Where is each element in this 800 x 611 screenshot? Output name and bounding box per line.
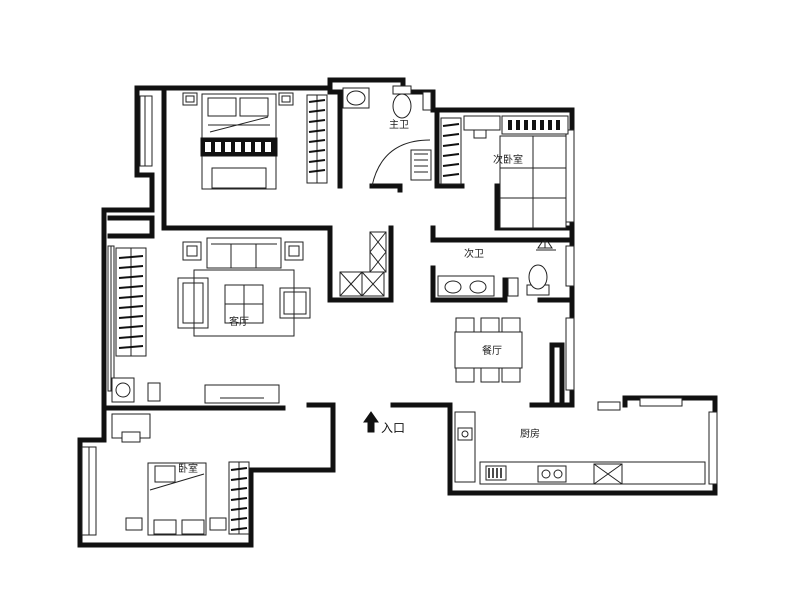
room-label-secondary-bath: 主卫	[389, 119, 409, 131]
room-label-main-bath: 次卫	[464, 247, 484, 260]
main-bath-fixtures: 次卫	[437, 240, 556, 297]
second-bedroom-furniture: 次卧室	[440, 115, 569, 229]
storage-cabinet	[339, 231, 387, 297]
room-label-second-bedroom: 次卧室	[493, 153, 523, 166]
arrow-up-icon	[363, 411, 379, 433]
entrance: 入口	[363, 411, 405, 435]
dining-furniture: 餐厅	[454, 317, 523, 383]
windows	[81, 95, 718, 536]
bottom-bedroom-furniture: 卧室	[111, 413, 250, 536]
interior-walls	[107, 85, 575, 458]
kitchen-fixtures: 厨房	[454, 411, 706, 485]
master-bedroom-furniture	[182, 92, 328, 190]
secondary-bath-fixtures: 主卫	[342, 85, 432, 187]
room-label-master-bedroom: 卧室	[178, 462, 198, 475]
room-label-kitchen: 厨房	[520, 427, 540, 440]
entrance-label: 入口	[381, 421, 405, 435]
living-room-furniture: 客厅	[111, 237, 311, 404]
room-label-dining-room: 餐厅	[482, 344, 502, 357]
room-label-living-room: 客厅	[229, 315, 249, 328]
